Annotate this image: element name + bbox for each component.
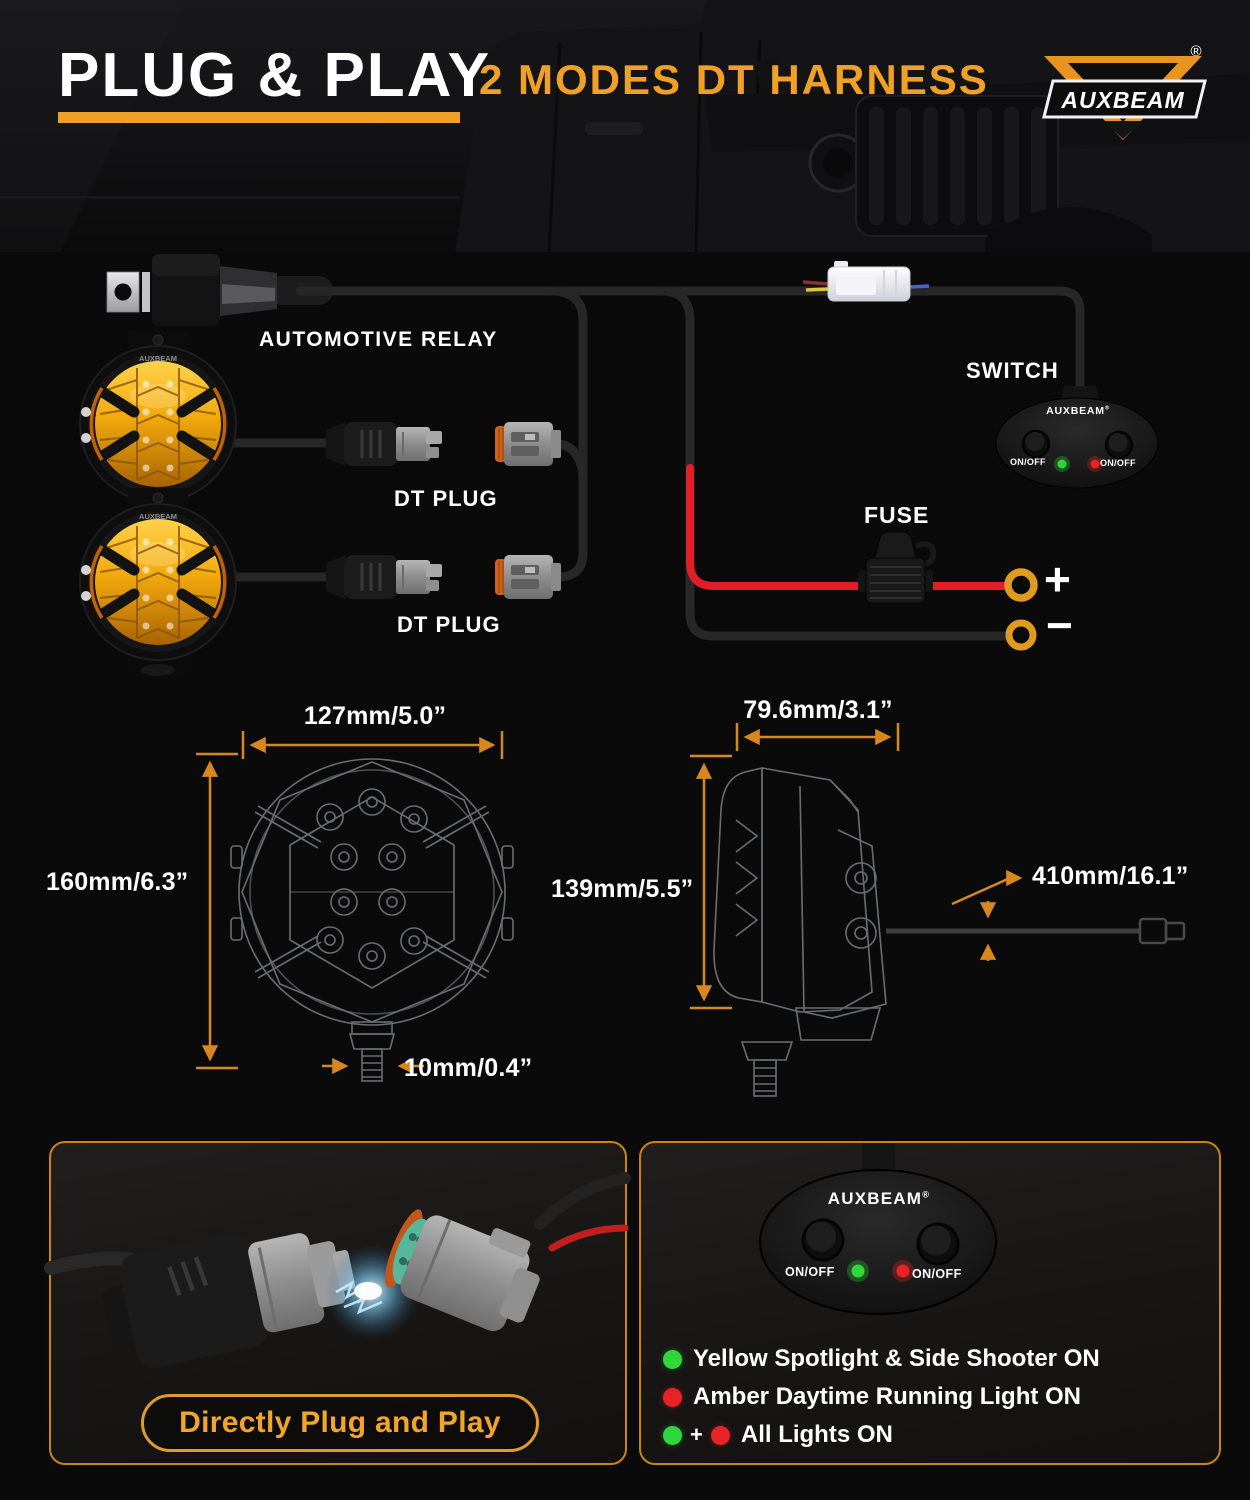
- switch-pod-brand-text: AUXBEAM: [1046, 405, 1105, 417]
- dim-front-height: 160mm/6.3”: [46, 868, 189, 896]
- legend-row-green: Yellow Spotlight & Side Shooter ON: [663, 1345, 1100, 1372]
- dt-male-plug-1: [324, 420, 444, 468]
- molex-connector: [802, 261, 930, 302]
- switch-pod-onoff-left: ON/OFF: [1010, 457, 1046, 467]
- dt-receptacle-1: [494, 421, 562, 467]
- switch-pod-small: [995, 386, 1159, 489]
- green-indicator-led: [1057, 459, 1067, 469]
- switch-button-right: [1104, 430, 1134, 460]
- red-indicator-led: [1090, 459, 1100, 469]
- positive-terminal-label: +: [1044, 553, 1071, 605]
- green-dot-icon: [663, 1425, 682, 1445]
- big-pod-brand-text: AUXBEAM: [827, 1189, 923, 1208]
- battery-terminals: [1004, 568, 1038, 651]
- pod-light-2: AUXBEAM: [80, 488, 236, 676]
- negative-ring-terminal: [1005, 619, 1037, 651]
- fuse-label: FUSE: [864, 502, 930, 528]
- positive-ring-terminal: [1004, 568, 1038, 602]
- switch-button-right-top: [1108, 433, 1128, 452]
- legend-text: All Lights ON: [740, 1421, 893, 1448]
- light1-brand-text: AUXBEAM: [139, 354, 177, 363]
- dim-side-height: 139mm/5.5”: [551, 875, 694, 903]
- switch-pod-onoff-right: ON/OFF: [1100, 458, 1136, 468]
- big-pod-onoff-left: ON/OFF: [785, 1265, 835, 1279]
- dt-plug-label-1: DT PLUG: [394, 486, 498, 511]
- big-pod-reg: ®: [922, 1189, 931, 1200]
- directly-plug-and-play-pill: Directly Plug and Play: [141, 1394, 539, 1452]
- side-view-cable: [886, 917, 1186, 945]
- dt-plug-label-2: DT PLUG: [397, 612, 501, 637]
- negative-terminal-label: −: [1046, 599, 1073, 651]
- dt-male-plug-2: [324, 553, 444, 601]
- legend-row-red: Amber Daytime Running Light ON: [663, 1383, 1100, 1410]
- ground-wire: [661, 286, 1012, 641]
- big-pod-brand: AUXBEAM®: [816, 1189, 942, 1209]
- pill-caption: Directly Plug and Play: [179, 1406, 501, 1439]
- switch-button-left-top: [1025, 432, 1045, 451]
- fuse-holder: [858, 531, 936, 604]
- dim-cable-length: 410mm/16.1”: [1032, 862, 1189, 890]
- hero-background: [0, 0, 1250, 256]
- lights-feed-wire: [547, 286, 588, 582]
- receptacle1-tail-wire: [553, 439, 588, 479]
- pod-light-1: AUXBEAM: [80, 330, 236, 518]
- dim-front-width: 127mm/5.0”: [303, 702, 447, 730]
- switch-legend: Yellow Spotlight & Side Shooter ON Amber…: [663, 1345, 1100, 1448]
- dim-side-depth: 79.6mm/3.1”: [743, 696, 893, 724]
- dim-mount-bolt: 10mm/0.4”: [404, 1054, 533, 1082]
- legend-row-all: + All Lights ON: [663, 1421, 1100, 1448]
- big-pod-onoff-right: ON/OFF: [912, 1267, 962, 1281]
- legend-text: Amber Daytime Running Light ON: [693, 1383, 1082, 1410]
- green-dot-icon: [663, 1349, 682, 1369]
- dt-receptacle-2: [494, 554, 562, 600]
- automotive-relay: [106, 254, 277, 326]
- switch-pod-reg: ®: [1104, 405, 1110, 412]
- switch-label: SWITCH: [966, 358, 1059, 383]
- front-view-drawing: [230, 758, 514, 1082]
- power-red-wire: [686, 464, 1011, 590]
- switch-button-left: [1021, 429, 1051, 459]
- red-dot-icon: [663, 1387, 682, 1407]
- light2-brand-text: AUXBEAM: [139, 512, 177, 521]
- title-underline: [58, 112, 460, 123]
- plus-joiner: +: [690, 1422, 703, 1447]
- switch-pod-brand: AUXBEAM®: [1037, 405, 1119, 417]
- side-view-drawing: [713, 766, 887, 1097]
- relay-label: AUTOMOTIVE RELAY: [259, 328, 498, 351]
- red-dot-icon: [710, 1425, 730, 1445]
- legend-text: Yellow Spotlight & Side Shooter ON: [693, 1345, 1100, 1372]
- page-title: PLUG & PLAY: [58, 41, 492, 110]
- page-subtitle: 2 MODES DT HARNESS: [479, 56, 989, 103]
